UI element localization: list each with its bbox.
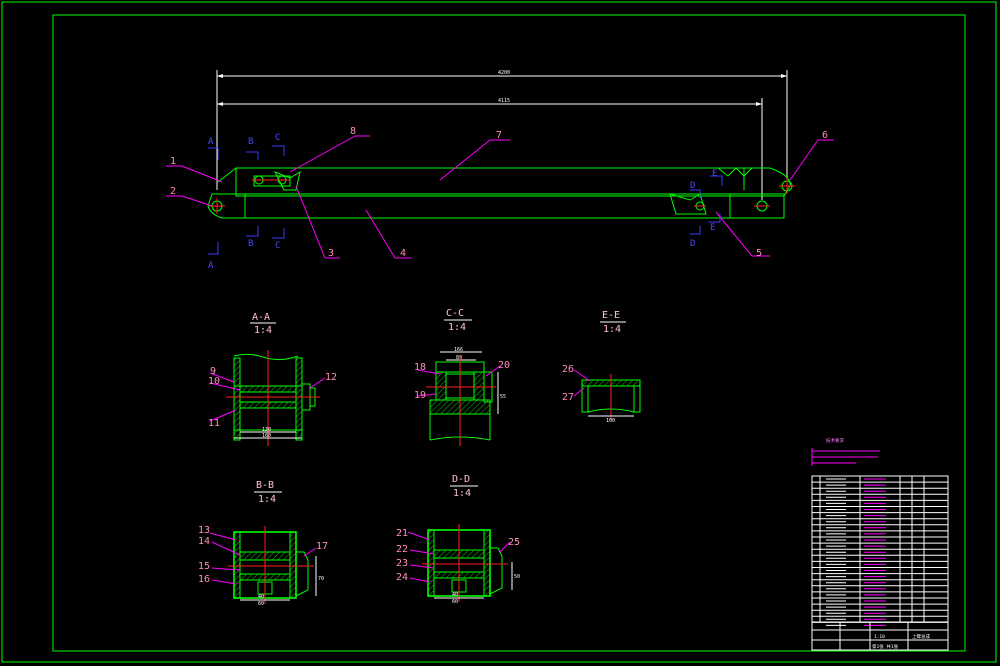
section-c-c: C-C 1:4 166 80 55 18 19 20 [414, 308, 510, 446]
section-scale-c: 1:4 [448, 322, 466, 333]
svg-text:16: 16 [198, 574, 210, 585]
svg-text:14: 14 [198, 536, 210, 547]
svg-text:18: 18 [414, 362, 426, 373]
label-7: 7 [496, 130, 502, 141]
label-6: 6 [822, 130, 828, 141]
svg-text:40: 40 [452, 592, 458, 598]
svg-text:23: 23 [396, 558, 408, 569]
sheet-number: 第1张 共1张 [872, 643, 899, 650]
section-markers: A A B B C C D D E E [208, 133, 723, 271]
label-2: 2 [170, 186, 176, 197]
drawing-scale: 1:10 [874, 634, 885, 640]
svg-text:19: 19 [414, 390, 426, 401]
svg-text:B: B [248, 239, 253, 249]
section-title-a: A-A [252, 312, 270, 323]
svg-text:E: E [712, 169, 717, 179]
label-3: 3 [328, 248, 334, 259]
svg-text:130: 130 [262, 427, 271, 433]
svg-text:25: 25 [508, 537, 520, 548]
label-1: 1 [170, 156, 176, 167]
section-title-c: C-C [446, 308, 464, 319]
svg-text:166: 166 [454, 347, 463, 353]
svg-text:100: 100 [606, 418, 615, 424]
svg-text:55: 55 [500, 394, 506, 400]
svg-text:27: 27 [562, 392, 574, 403]
notes-title: 技术要求 [826, 437, 844, 444]
svg-text:A: A [208, 137, 214, 147]
svg-text:20: 20 [498, 360, 510, 371]
parts-list [811, 475, 949, 651]
svg-text:12: 12 [325, 372, 337, 383]
section-scale-a: 1:4 [254, 325, 272, 336]
section-scale-e: 1:4 [603, 324, 621, 335]
section-scale-d: 1:4 [453, 488, 471, 499]
svg-text:11: 11 [208, 418, 220, 429]
section-a-a: A-A 1:4 130 160 9 10 11 12 [208, 312, 337, 446]
svg-text:9: 9 [210, 366, 216, 377]
svg-text:24: 24 [396, 572, 408, 583]
svg-text:10: 10 [208, 376, 220, 387]
svg-text:50: 50 [514, 574, 520, 580]
section-title-d: D-D [452, 474, 470, 485]
technical-notes: 技术要求 [811, 437, 880, 466]
inner-frame [52, 14, 966, 652]
svg-text:21: 21 [396, 528, 408, 539]
section-e-e: E-E 1:4 100 26 27 [562, 310, 641, 424]
svg-text:D: D [690, 239, 695, 249]
section-d-d: D-D 1:4 40 60 50 21 22 23 24 25 [396, 474, 520, 605]
svg-text:60: 60 [258, 601, 264, 607]
svg-text:13: 13 [198, 525, 210, 536]
section-scale-b: 1:4 [258, 494, 276, 505]
svg-text:B: B [248, 137, 253, 147]
leaders [166, 135, 834, 259]
svg-text:40: 40 [258, 594, 264, 600]
section-title-e: E-E [602, 310, 620, 321]
svg-text:17: 17 [316, 541, 328, 552]
label-5: 5 [756, 248, 762, 259]
svg-text:160: 160 [262, 433, 271, 439]
overall-length-dimension: 4200 [498, 70, 510, 76]
svg-text:C: C [275, 241, 280, 251]
section-b-b: B-B 1:4 40 60 70 13 14 15 16 17 [198, 480, 328, 607]
svg-text:26: 26 [562, 364, 574, 375]
svg-text:15: 15 [198, 561, 210, 572]
svg-text:70: 70 [318, 576, 324, 582]
svg-text:60: 60 [452, 599, 458, 605]
svg-text:22: 22 [396, 544, 408, 555]
svg-text:A: A [208, 261, 214, 271]
svg-text:C: C [275, 133, 280, 143]
svg-text:D: D [690, 181, 695, 191]
svg-text:E: E [710, 223, 715, 233]
label-8: 8 [350, 126, 356, 137]
svg-text:80: 80 [456, 355, 462, 361]
drawing-name: 上臂总成 [912, 633, 930, 640]
title-block: 上臂总成 1:10 第1张 共1张 [812, 621, 948, 650]
label-4: 4 [400, 248, 406, 259]
main-view: 4200 4115 A [166, 70, 834, 271]
inner-length-dimension: 4115 [498, 98, 510, 104]
section-title-b: B-B [256, 480, 274, 491]
